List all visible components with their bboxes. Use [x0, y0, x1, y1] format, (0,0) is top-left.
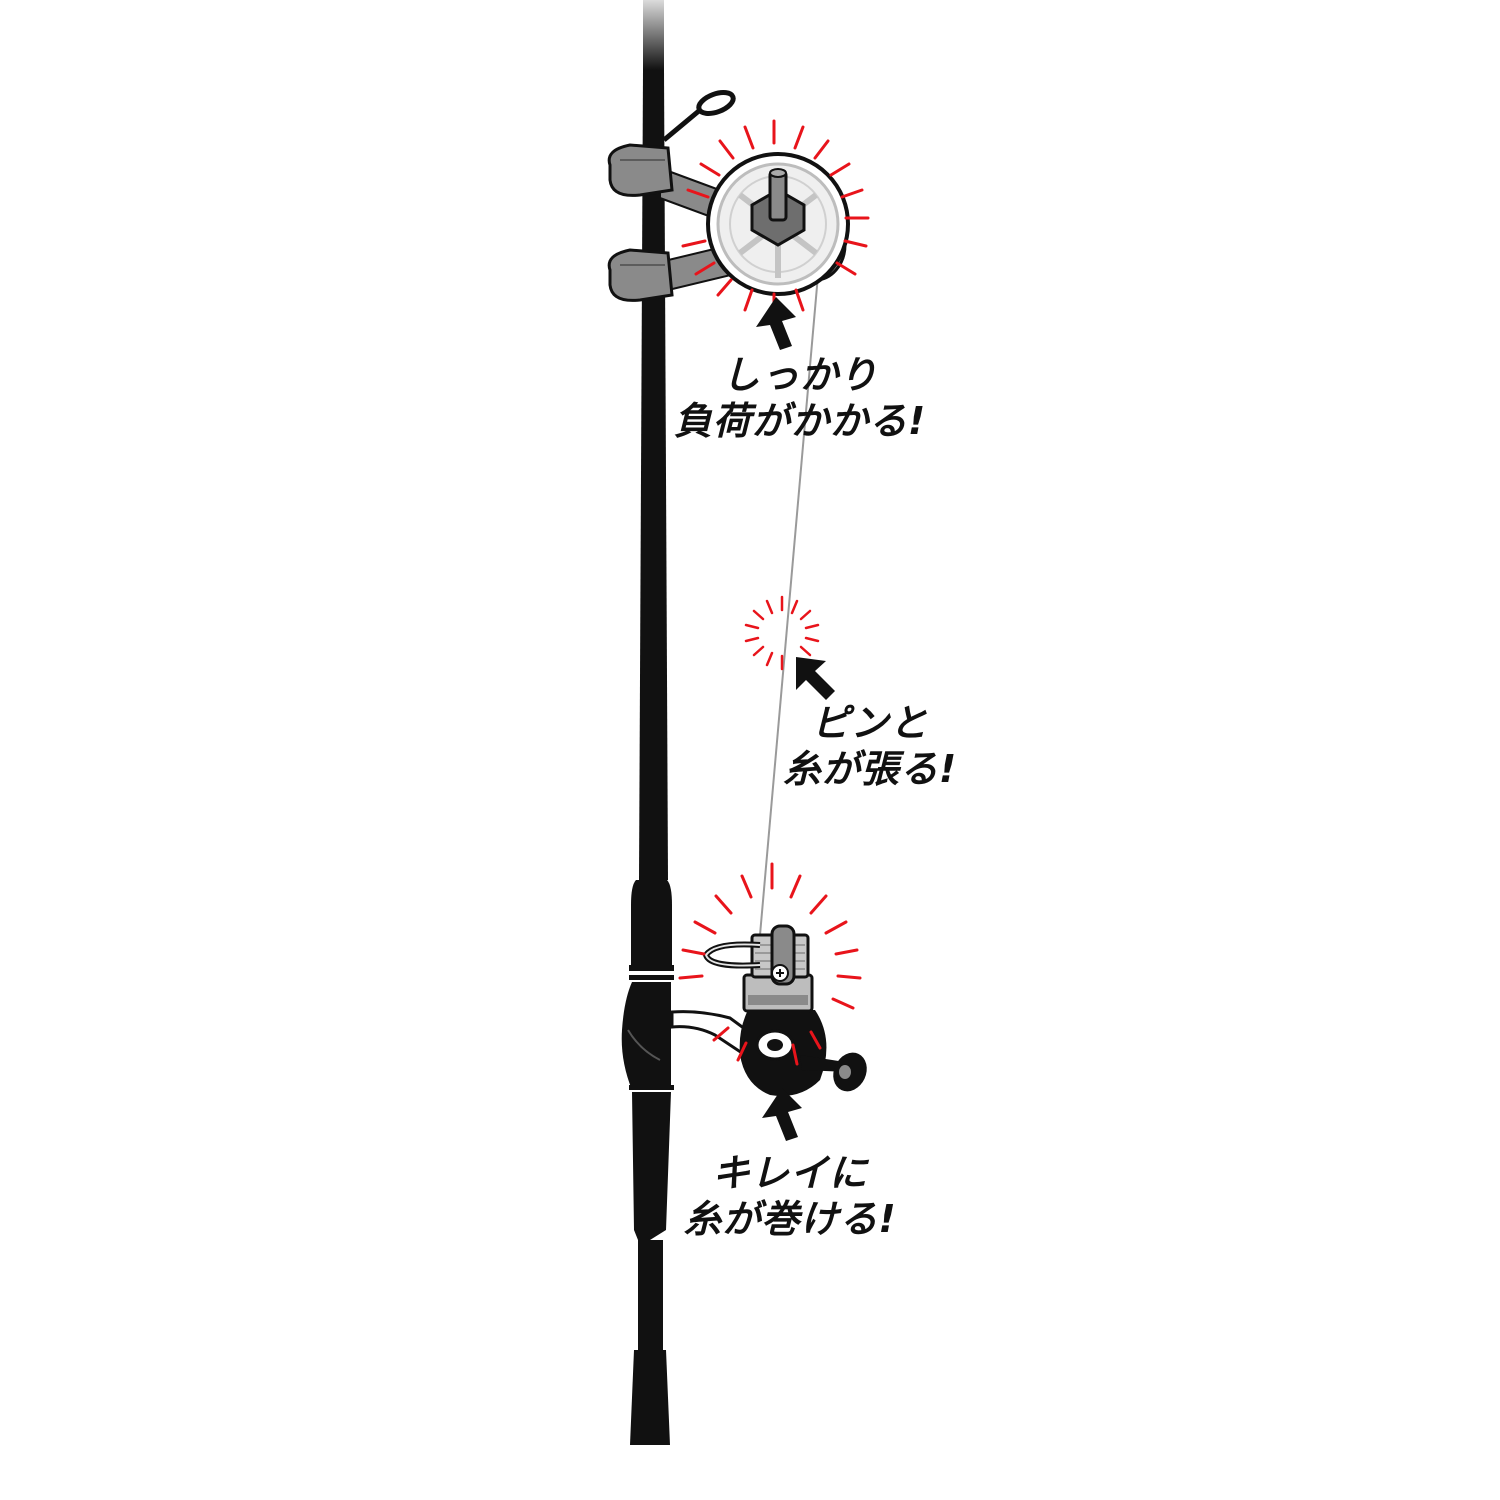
spinning-reel-icon	[670, 924, 867, 1096]
burst-rays-icon-reel	[678, 862, 862, 1066]
callout-wind: キレイに 糸が巻ける!	[660, 1150, 920, 1242]
burst-rays-icon-spool	[681, 119, 870, 317]
burst-rays-icon-line	[744, 595, 820, 671]
callout-wind-line2: 糸が巻ける!	[683, 1197, 897, 1241]
fishing-line	[759, 274, 819, 936]
callout-taut-line2: 糸が張る!	[782, 747, 958, 791]
callout-taut: ピンと 糸が張る!	[770, 700, 970, 792]
callout-load: しっかり 負荷がかかる!	[660, 352, 940, 444]
pointer-arrow-icon-load	[756, 297, 796, 350]
callout-wind-line1: キレイに	[711, 1151, 868, 1195]
pointer-arrow-icon-taut	[796, 657, 835, 700]
rod-guide-icon	[662, 90, 736, 142]
callout-taut-line1: ピンと	[811, 701, 929, 745]
callout-load-line2: 負荷がかかる!	[673, 399, 927, 443]
callout-load-line1: しっかり	[721, 353, 878, 397]
line-spool-holder-icon	[607, 143, 850, 302]
pointer-arrow-icon-wind	[762, 1088, 802, 1141]
